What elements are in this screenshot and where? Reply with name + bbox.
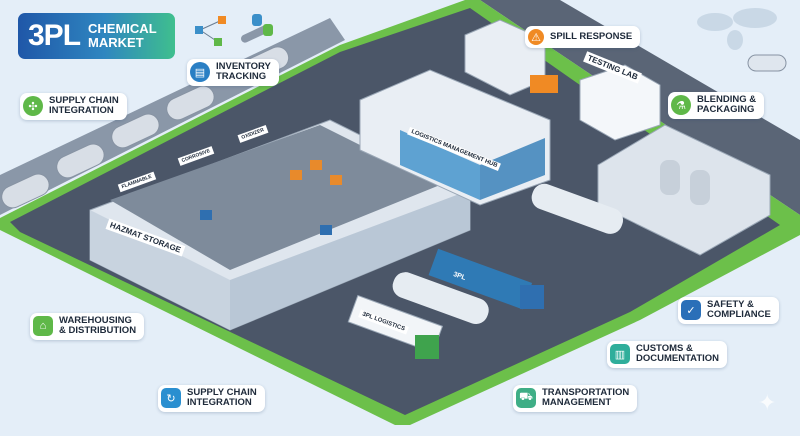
cycle-icon: ↻ <box>161 388 181 409</box>
label-spill-response: ⚠ SPILL RESPONSE <box>525 26 641 48</box>
title-3pl: 3PL <box>28 19 81 52</box>
factory-icon: ⚗ <box>671 95 691 116</box>
label-text: TRANSPORTATION MANAGEMENT <box>542 387 630 409</box>
label-text: INVENTORY TRACKING <box>216 61 271 83</box>
label-text: BLENDING & PACKAGING <box>697 94 757 116</box>
shield-icon: ✓ <box>681 300 701 321</box>
warning-icon: ⚠ <box>528 29 544 45</box>
label-safety-compliance: ✓ SAFETY & COMPLIANCE <box>678 297 779 324</box>
hazmat-storage-building <box>89 119 471 331</box>
sparkle-icon: ✦ <box>758 390 777 415</box>
label-inventory-tracking: ▤ INVENTORY TRACKING <box>187 59 279 86</box>
label-text: WAREHOUSING & DISTRIBUTION <box>59 315 137 337</box>
label-customs-documentation: ▥ CUSTOMS & DOCUMENTATION <box>607 341 728 368</box>
storage-tank-icon <box>747 54 787 72</box>
page-title: 3PL CHEMICAL MARKET <box>18 13 175 59</box>
network-icon <box>195 14 273 46</box>
network-icon: ✣ <box>23 96 43 117</box>
truck-icon: ⛟ <box>516 388 536 409</box>
title-subtitle: CHEMICAL MARKET <box>88 21 157 50</box>
label-transportation-management: ⛟ TRANSPORTATION MANAGEMENT <box>513 385 638 412</box>
warehouse-icon: ⌂ <box>33 316 53 337</box>
logistics-hub-building <box>359 69 551 206</box>
scanner-icon: ▤ <box>190 62 210 83</box>
label-warehousing-distribution: ⌂ WAREHOUSING & DISTRIBUTION <box>30 313 145 340</box>
label-blending-packaging: ⚗ BLENDING & PACKAGING <box>668 92 765 119</box>
testing-lab <box>579 64 661 141</box>
trucks <box>347 183 624 359</box>
label-supply-chain-bottom: ↻ SUPPLY CHAIN INTEGRATION <box>158 385 265 412</box>
label-supply-chain-top: ✣ SUPPLY CHAIN INTEGRATION <box>20 93 127 120</box>
label-text: SUPPLY CHAIN INTEGRATION <box>49 95 119 117</box>
blending-packaging-plant <box>597 124 771 256</box>
label-text: SUPPLY CHAIN INTEGRATION <box>187 387 257 409</box>
label-text: SPILL RESPONSE <box>550 30 633 42</box>
document-icon: ▥ <box>610 344 630 365</box>
label-text: SAFETY & COMPLIANCE <box>707 299 771 321</box>
world-map <box>697 8 777 50</box>
label-text: CUSTOMS & DOCUMENTATION <box>636 343 720 365</box>
